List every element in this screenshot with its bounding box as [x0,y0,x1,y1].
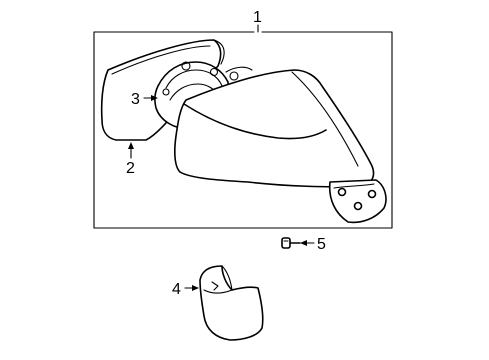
callout-4: 4 [172,281,181,298]
callout-2: 2 [126,160,135,177]
cover-cap [199,265,264,341]
mirror-housing [174,69,375,188]
screw [281,237,301,249]
callout-3: 3 [131,91,140,108]
callout-1: 1 [253,9,262,26]
assembly-outline [93,31,393,229]
callout-5: 5 [317,236,326,253]
mirror-base [328,179,387,224]
